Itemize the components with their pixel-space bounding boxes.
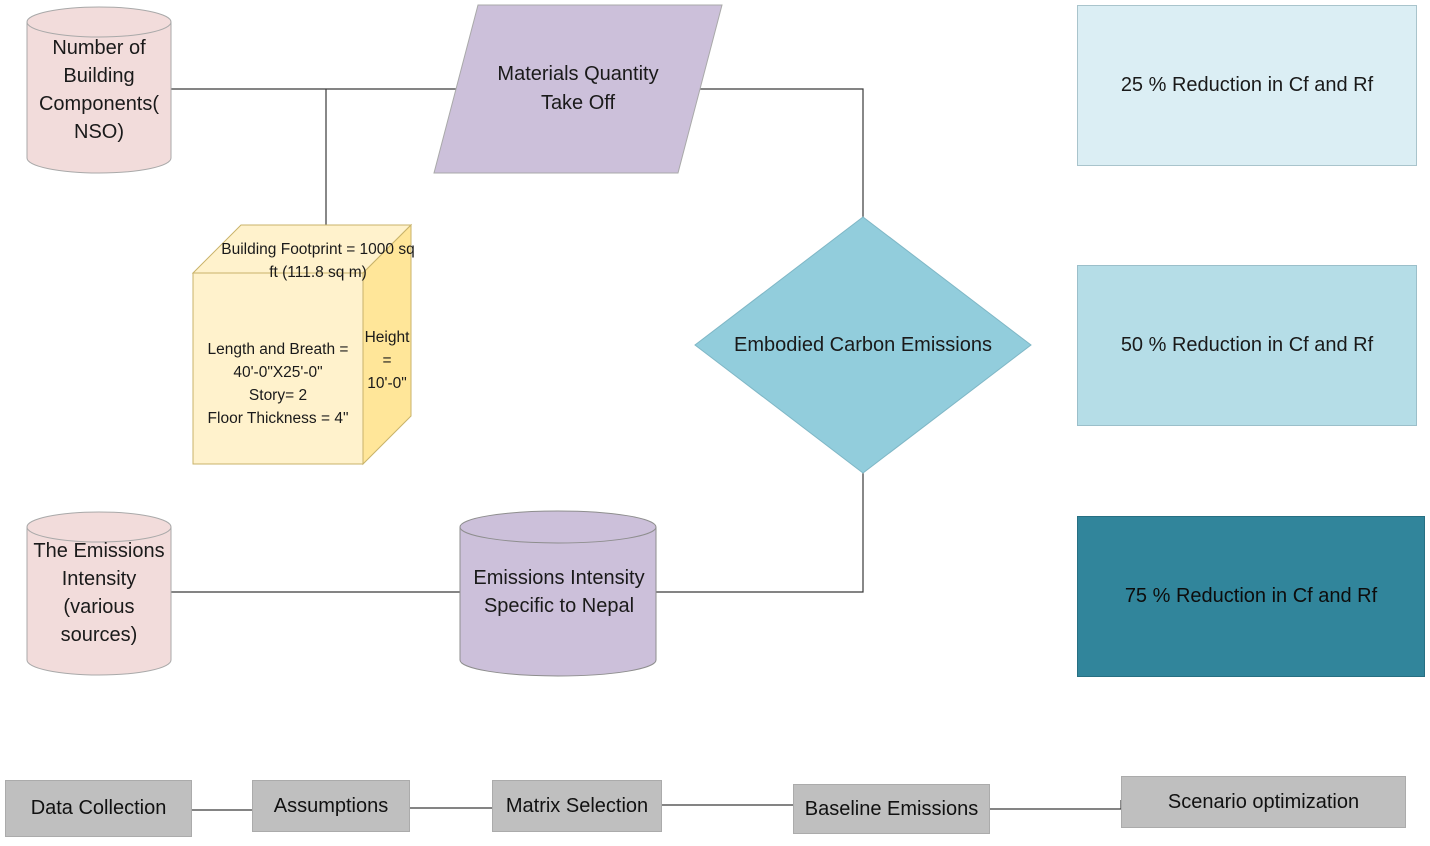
floor-thickness-label: Floor Thickness = 4" <box>207 410 349 427</box>
story-label: Story= 2 <box>248 387 308 404</box>
step-assumptions: Assumptions <box>252 780 410 832</box>
emissions-nepal-label: Emissions Intensity Specific to Nepal <box>473 567 645 617</box>
height-label: Height = 10'-0" <box>364 328 410 392</box>
step-data-collection: Data Collection <box>5 780 192 837</box>
materials-takeoff-label: Materials Quantity Take Off <box>497 63 659 114</box>
step-scenario-optimization: Scenario optimization <box>1121 776 1406 828</box>
scenario-25-box: 25 % Reduction in Cf and Rf <box>1077 5 1417 166</box>
step-baseline-emissions: Baseline Emissions <box>793 784 990 834</box>
dimensions-line2: 40'-0"X25'-0" <box>233 364 323 381</box>
step-connector-4 <box>990 800 1122 810</box>
connector-takeoff-to-carbon <box>700 88 864 217</box>
embodied-carbon-label: Embodied Carbon Emissions <box>734 334 992 356</box>
emissions-sources-label: The Emissions Intensity (various sources… <box>33 540 165 646</box>
building-components-label: Number of Building Components( NSO) <box>38 37 160 143</box>
parallelogram-materials-takeoff <box>433 4 723 174</box>
cube-building-assumptions <box>191 223 413 466</box>
connector-nepal-to-carbon <box>656 473 864 593</box>
dimensions-line1: Length and Breath = <box>207 341 349 358</box>
diamond-embodied-carbon <box>694 216 1032 474</box>
scenario-75-box: 75 % Reduction in Cf and Rf <box>1077 516 1425 677</box>
cylinder-emissions-sources <box>26 511 172 676</box>
scenario-50-box: 50 % Reduction in Cf and Rf <box>1077 265 1417 426</box>
building-footprint-label: Building Footprint = 1000 sq ft (111.8 s… <box>221 241 415 281</box>
building-dimensions-group: Length and Breath = 40'-0"X25'-0" Story=… <box>193 338 363 430</box>
step-matrix-selection: Matrix Selection <box>492 780 662 832</box>
cylinder-emissions-nepal <box>459 510 657 677</box>
cylinder-building-components <box>26 6 172 174</box>
